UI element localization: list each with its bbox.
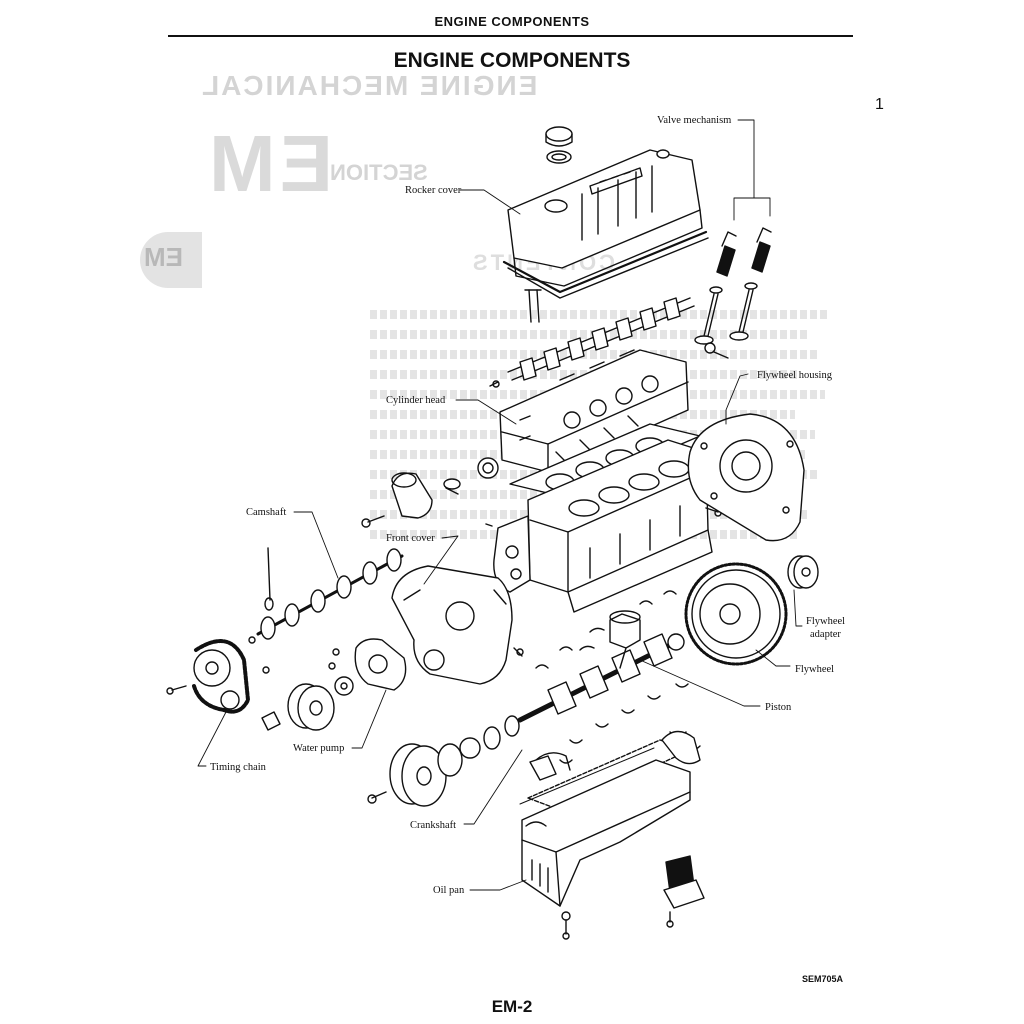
page-title: ENGINE COMPONENTS xyxy=(393,49,631,72)
flywheel-housing xyxy=(687,413,805,542)
rocker-shaft-assembly xyxy=(507,289,729,381)
valve-mechanism xyxy=(694,227,772,345)
leader-rocker-cover xyxy=(459,189,521,215)
water-pump-pulley xyxy=(287,683,335,731)
water-pump xyxy=(328,638,407,696)
front-cover xyxy=(391,565,524,685)
label-crankshaft: Crankshaft xyxy=(410,820,456,831)
label-valve-mechanism: Valve mechanism xyxy=(657,115,731,126)
label-oil-pan: Oil pan xyxy=(433,885,465,896)
water-outlet xyxy=(443,457,499,495)
rocker-cover xyxy=(502,149,709,299)
crank-pulley-assembly xyxy=(367,715,520,807)
leader-cylinder-head xyxy=(455,399,517,425)
header-rule xyxy=(168,35,853,37)
label-flywheel: Flywheel xyxy=(795,664,834,675)
label-camshaft: Camshaft xyxy=(246,507,286,518)
flywheel xyxy=(684,562,788,666)
label-front-cover: Front cover xyxy=(386,533,435,544)
label-rocker-cover: Rocker cover xyxy=(405,185,462,196)
leader-piston xyxy=(639,659,761,707)
label-water-pump: Water pump xyxy=(293,743,344,754)
running-header: ENGINE COMPONENTS xyxy=(434,14,590,29)
oil-pan xyxy=(521,752,691,940)
thermostat-housing xyxy=(361,472,433,528)
leader-front-cover xyxy=(423,535,459,585)
label-timing-chain: Timing chain xyxy=(210,762,267,773)
leader-flywheel xyxy=(755,649,791,667)
page-number: EM-2 xyxy=(491,997,533,1016)
leader-lines xyxy=(197,119,803,891)
cylinder-head xyxy=(489,349,689,473)
leader-valve-mechanism xyxy=(733,119,771,221)
leader-camshaft xyxy=(293,511,339,579)
crankshaft xyxy=(517,633,685,723)
label-flywheel-housing: Flywheel housing xyxy=(757,370,833,381)
leader-crankshaft xyxy=(463,749,523,825)
label-cylinder-head: Cylinder head xyxy=(386,395,446,406)
figure-code: SEM705A xyxy=(802,974,844,984)
leader-timing-chain xyxy=(197,711,227,767)
label-flywheel-adapter-line2: adapter xyxy=(810,629,841,640)
oil-filler-cap xyxy=(545,126,573,164)
piston-assembly xyxy=(579,610,641,669)
leader-flywheel-adapter xyxy=(793,589,803,627)
label-flywheel-adapter-line1: Flywheel xyxy=(806,616,845,627)
leader-flywheel-housing xyxy=(725,373,749,425)
cylinder-block xyxy=(485,439,722,613)
upper-oil-pan-bracket xyxy=(529,730,701,781)
oil-strainer xyxy=(663,855,705,928)
leader-water-pump xyxy=(351,689,387,749)
page-mark: 1 xyxy=(875,96,884,113)
flywheel-adapter xyxy=(787,555,819,589)
camshaft xyxy=(256,547,404,640)
leader-oil-pan xyxy=(469,879,527,891)
timing-chain xyxy=(166,636,281,731)
label-piston: Piston xyxy=(765,702,792,713)
